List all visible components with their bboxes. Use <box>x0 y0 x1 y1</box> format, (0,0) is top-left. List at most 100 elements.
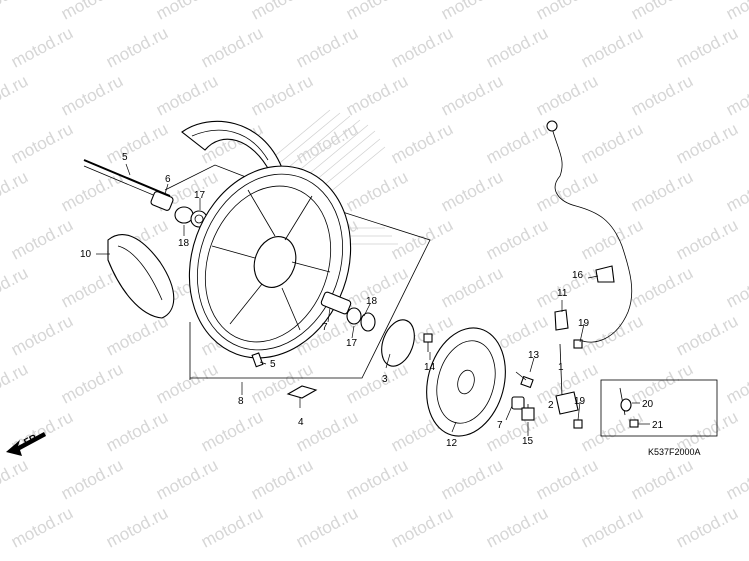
watermark-text: motod.ru <box>673 215 741 263</box>
callout-9: 8 <box>238 396 244 407</box>
watermark-text: motod.ru <box>533 0 601 24</box>
watermark-text: motod.ru <box>0 71 31 119</box>
watermark-text: motod.ru <box>103 311 171 359</box>
watermark-text: motod.ru <box>673 23 741 71</box>
watermark-text: motod.ru <box>628 0 696 24</box>
watermark-text: motod.ru <box>248 71 316 119</box>
diagram-code: K537F2000A <box>648 447 701 457</box>
watermark-text: motod.ru <box>198 407 266 455</box>
callout-15: 14 <box>424 362 436 373</box>
callout-1: 1 <box>558 362 564 373</box>
watermark-text: motod.ru <box>153 0 221 24</box>
dust-seal-right <box>360 312 376 332</box>
callout-18: 18 <box>178 238 190 249</box>
watermark-text: motod.ru <box>103 119 171 167</box>
watermark-text: motod.ru <box>198 23 266 71</box>
callout-4: 4 <box>298 417 304 428</box>
watermark-text: motod.ru <box>673 119 741 167</box>
spacer-collar <box>150 191 174 211</box>
watermark-text: motod.ru <box>103 23 171 71</box>
watermark-text: motod.ru <box>483 23 551 71</box>
watermark-text: motod.ru <box>343 0 411 24</box>
air-valve <box>251 352 264 368</box>
watermark-text: motod.ru <box>438 263 506 311</box>
callout-11: 11 <box>557 288 568 299</box>
watermark-text: motod.ru <box>293 503 361 551</box>
watermark-text: motod.ru <box>723 263 749 311</box>
watermark-text: motod.ru <box>58 167 126 215</box>
leader-lines <box>96 163 650 436</box>
watermark-text: motod.ru <box>438 167 506 215</box>
watermark-text: motod.ru <box>0 455 31 503</box>
watermark-text: motod.ru <box>293 407 361 455</box>
callout-17: 17 <box>194 190 206 201</box>
watermark-text: motod.ru <box>483 119 551 167</box>
watermark-text: motod.ru <box>153 455 221 503</box>
watermark-text: motod.ru <box>0 167 31 215</box>
callout-7b: 7 <box>497 420 503 431</box>
dust-seal <box>174 206 194 224</box>
watermark-text: motod.ru <box>8 119 76 167</box>
callout-18b: 18 <box>366 296 378 307</box>
caliper-bolt <box>515 371 534 389</box>
watermark-text: motod.ru <box>673 311 741 359</box>
callout-19: 19 <box>578 318 590 329</box>
disc-bolt <box>423 333 433 352</box>
watermark-text: motod.ru <box>388 23 456 71</box>
watermark-text: motod.ru <box>198 503 266 551</box>
watermark-text: motod.ru <box>0 0 31 24</box>
watermark-text: motod.ru <box>343 359 411 407</box>
watermark-text: motod.ru <box>578 215 646 263</box>
callout-2: 2 <box>548 400 554 411</box>
assembly-outline <box>164 164 431 380</box>
watermark-text: motod.ru <box>248 0 316 24</box>
watermark-text: motod.ru <box>293 23 361 71</box>
watermark-text: motod.ru <box>8 215 76 263</box>
callout-8: 7 <box>322 322 328 333</box>
side-collar <box>511 396 525 410</box>
callouts: 5 6 17 18 10 7 18 17 3 5 8 4 14 12 13 7 … <box>80 152 664 449</box>
watermark-text: motod.ru <box>628 263 696 311</box>
watermark-text: motod.ru <box>0 359 31 407</box>
watermark-text: motod.ru <box>58 0 126 24</box>
distance-collar <box>320 291 352 315</box>
watermark-text: motod.ru <box>723 0 749 24</box>
wheel <box>188 165 352 359</box>
watermark-text: motod.ru <box>533 455 601 503</box>
watermark-text: motod.ru <box>628 455 696 503</box>
watermark-text: motod.ru <box>723 167 749 215</box>
watermark-text: motod.ru <box>628 71 696 119</box>
watermark-text: motod.ru <box>533 167 601 215</box>
callout-7: 6 <box>165 174 171 185</box>
callout-19b: 19 <box>574 396 586 407</box>
watermark-text: motod.ru <box>248 455 316 503</box>
watermark-text: motod.ru <box>343 455 411 503</box>
watermark-text: motod.ru <box>483 215 551 263</box>
callout-13: 13 <box>528 350 540 361</box>
watermark-text: motod.ru <box>438 0 506 24</box>
callout-5: 5 <box>270 359 276 370</box>
wheel-speed-sensor <box>546 120 633 429</box>
watermark-text: motod.ru <box>343 71 411 119</box>
watermark-text: motod.ru <box>8 503 76 551</box>
watermark-text: motod.ru <box>483 503 551 551</box>
watermark-text: motod.ru <box>578 503 646 551</box>
tire-lower <box>107 234 175 319</box>
watermark-text: motod.ru <box>533 71 601 119</box>
bearing-right <box>346 307 362 325</box>
axle-bolt <box>521 404 535 421</box>
callout-20: 20 <box>642 399 654 410</box>
watermark-text: motod.ru <box>578 119 646 167</box>
watermark-text: motod.ru <box>438 455 506 503</box>
detail-inset <box>600 379 718 437</box>
watermark-text: motod.ru <box>58 359 126 407</box>
watermark-text: motod.ru <box>628 167 696 215</box>
brake-disc <box>426 327 506 437</box>
watermark-text: motod.ru <box>103 503 171 551</box>
callout-10: 10 <box>80 249 92 260</box>
watermark-text: motod.ru <box>0 263 31 311</box>
callout-3: 3 <box>382 374 388 385</box>
callout-17b: 17 <box>346 338 358 349</box>
callout-6: 5 <box>122 152 128 163</box>
